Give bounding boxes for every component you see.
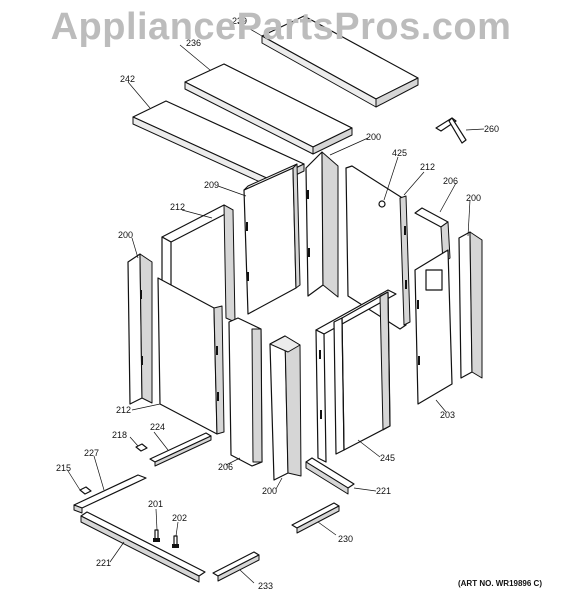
callout-200-left: 200	[118, 230, 133, 240]
part-260-wrench[interactable]	[435, 117, 467, 144]
callout-215: 215	[56, 463, 71, 473]
callout-labels: 239 236 242 200 260 425 212 206 200 209 …	[56, 16, 499, 591]
part-200-back-corner-post[interactable]	[305, 151, 339, 298]
callout-221-front: 221	[96, 558, 111, 568]
part-224-bottom-rail[interactable]	[149, 432, 212, 467]
part-233-bottom-rail[interactable]	[212, 551, 260, 582]
part-218-clip[interactable]	[135, 443, 148, 452]
part-425-plug[interactable]	[378, 200, 386, 208]
part-215-clip[interactable]	[79, 486, 92, 495]
callout-212-left: 212	[170, 202, 185, 212]
art-number: (ART NO. WR19896 C)	[457, 579, 542, 588]
part-202-screw[interactable]	[172, 535, 179, 548]
callout-200-right: 200	[466, 193, 481, 203]
callout-200-top: 200	[366, 132, 381, 142]
part-203-right-door-panel[interactable]	[414, 249, 453, 405]
part-221-front-bottom-rail[interactable]	[80, 511, 206, 583]
callout-227: 227	[84, 448, 99, 458]
callout-209: 209	[204, 180, 219, 190]
callout-233: 233	[258, 581, 273, 591]
callout-201: 201	[148, 499, 163, 509]
part-212-left-frame-panel[interactable]	[161, 204, 236, 323]
callout-218: 218	[112, 430, 127, 440]
callout-212-front: 212	[116, 405, 131, 415]
part-227-bottom-rail[interactable]	[73, 474, 147, 514]
part-236-top-panel[interactable]	[184, 63, 353, 155]
callout-221-right: 221	[376, 486, 391, 496]
part-209-back-panel[interactable]	[243, 163, 301, 315]
part-200-left-corner-post[interactable]	[127, 253, 153, 405]
callout-245: 245	[380, 453, 395, 463]
callout-212-right: 212	[420, 162, 435, 172]
callout-203: 203	[440, 410, 455, 420]
callout-206-front: 206	[218, 462, 233, 472]
callout-242: 242	[120, 74, 135, 84]
callout-224: 224	[150, 422, 165, 432]
part-245-door-frame[interactable]	[315, 289, 397, 463]
leader-lines	[67, 21, 485, 584]
part-200-right-corner-post[interactable]	[458, 231, 483, 379]
callout-206-right: 206	[443, 176, 458, 186]
callout-425: 425	[392, 148, 407, 158]
callout-239: 239	[232, 16, 247, 26]
part-206-front-panel[interactable]	[228, 317, 263, 467]
part-212-back-panel[interactable]	[345, 165, 411, 330]
callout-200-front: 200	[262, 486, 277, 496]
callout-260: 260	[484, 124, 499, 134]
callout-236: 236	[186, 38, 201, 48]
part-212-left-front-panel[interactable]	[157, 277, 225, 435]
part-200-front-corner-post[interactable]	[269, 335, 302, 481]
part-230-bottom-rail[interactable]	[291, 502, 340, 534]
callout-230: 230	[338, 534, 353, 544]
callout-202: 202	[172, 513, 187, 523]
part-239-top-panel[interactable]	[261, 15, 419, 108]
part-201-screw[interactable]	[153, 529, 160, 542]
part-221-right-bottom-rail[interactable]	[305, 457, 355, 495]
